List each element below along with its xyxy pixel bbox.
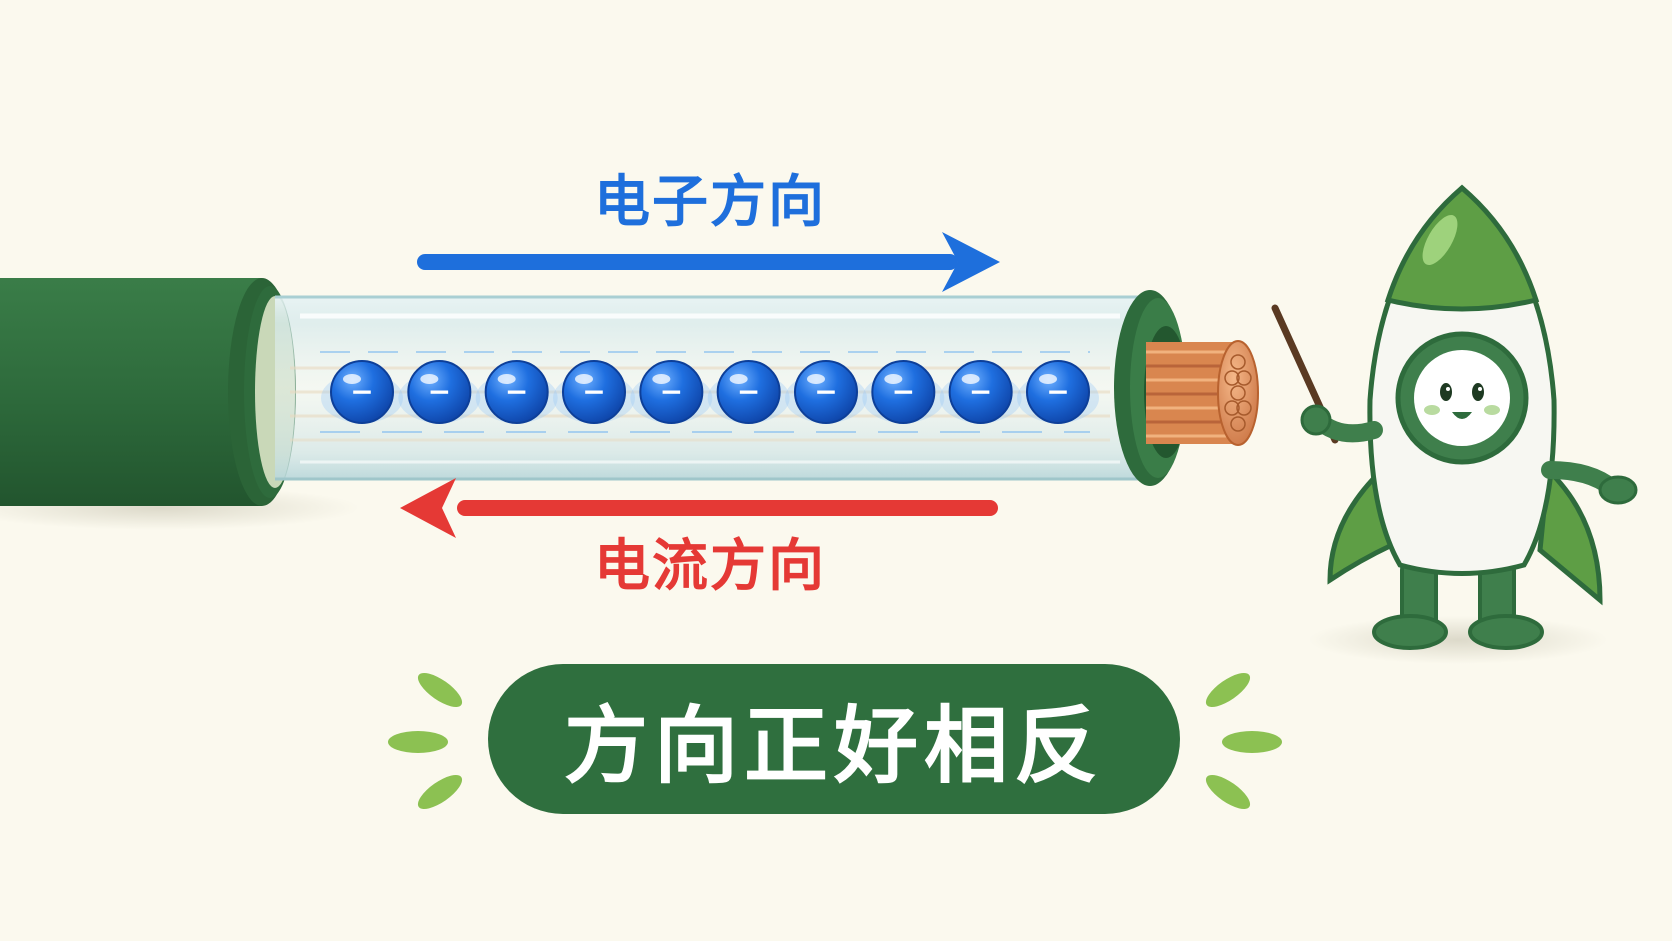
- electron: −: [630, 360, 713, 424]
- electron-charge-label: −: [505, 375, 528, 408]
- electron-direction-arrow: [417, 232, 1000, 292]
- electron: −: [862, 360, 945, 424]
- leaf-sparkle-icon: [388, 672, 463, 810]
- current-direction-label: 电流方向: [594, 534, 826, 599]
- electron: −: [398, 360, 481, 424]
- leaf-sparkle-icon: [1205, 672, 1282, 810]
- electron-row: −−−−−−−−−−: [321, 360, 1099, 424]
- electron: −: [321, 360, 403, 424]
- copper-wire-icon: [1146, 340, 1259, 446]
- conclusion-banner: 方向正好相反: [488, 664, 1180, 814]
- electron-charge-label: −: [582, 375, 605, 408]
- electron-direction-label: 电子方向: [594, 170, 826, 235]
- conclusion-text: 方向正好相反: [563, 696, 1104, 795]
- electron: −: [707, 360, 790, 424]
- electron-charge-label: −: [428, 375, 451, 408]
- rocket-mascot-icon: [1271, 184, 1638, 650]
- electron: −: [1017, 360, 1099, 424]
- cable-jacket: [0, 278, 296, 506]
- current-direction-arrow: [400, 478, 998, 538]
- mascot-shadow: [1308, 616, 1608, 664]
- electron-charge-label: −: [737, 375, 760, 408]
- electron-charge-label: −: [969, 375, 992, 408]
- electron: −: [553, 360, 635, 424]
- electron-charge-label: −: [350, 375, 373, 408]
- electron: −: [475, 360, 558, 424]
- electron-charge-label: −: [892, 375, 915, 408]
- electron: −: [939, 360, 1022, 424]
- electron-charge-label: −: [814, 375, 837, 408]
- electron-charge-label: −: [1046, 375, 1069, 408]
- electron-charge-label: −: [660, 375, 683, 408]
- electron: −: [785, 360, 867, 424]
